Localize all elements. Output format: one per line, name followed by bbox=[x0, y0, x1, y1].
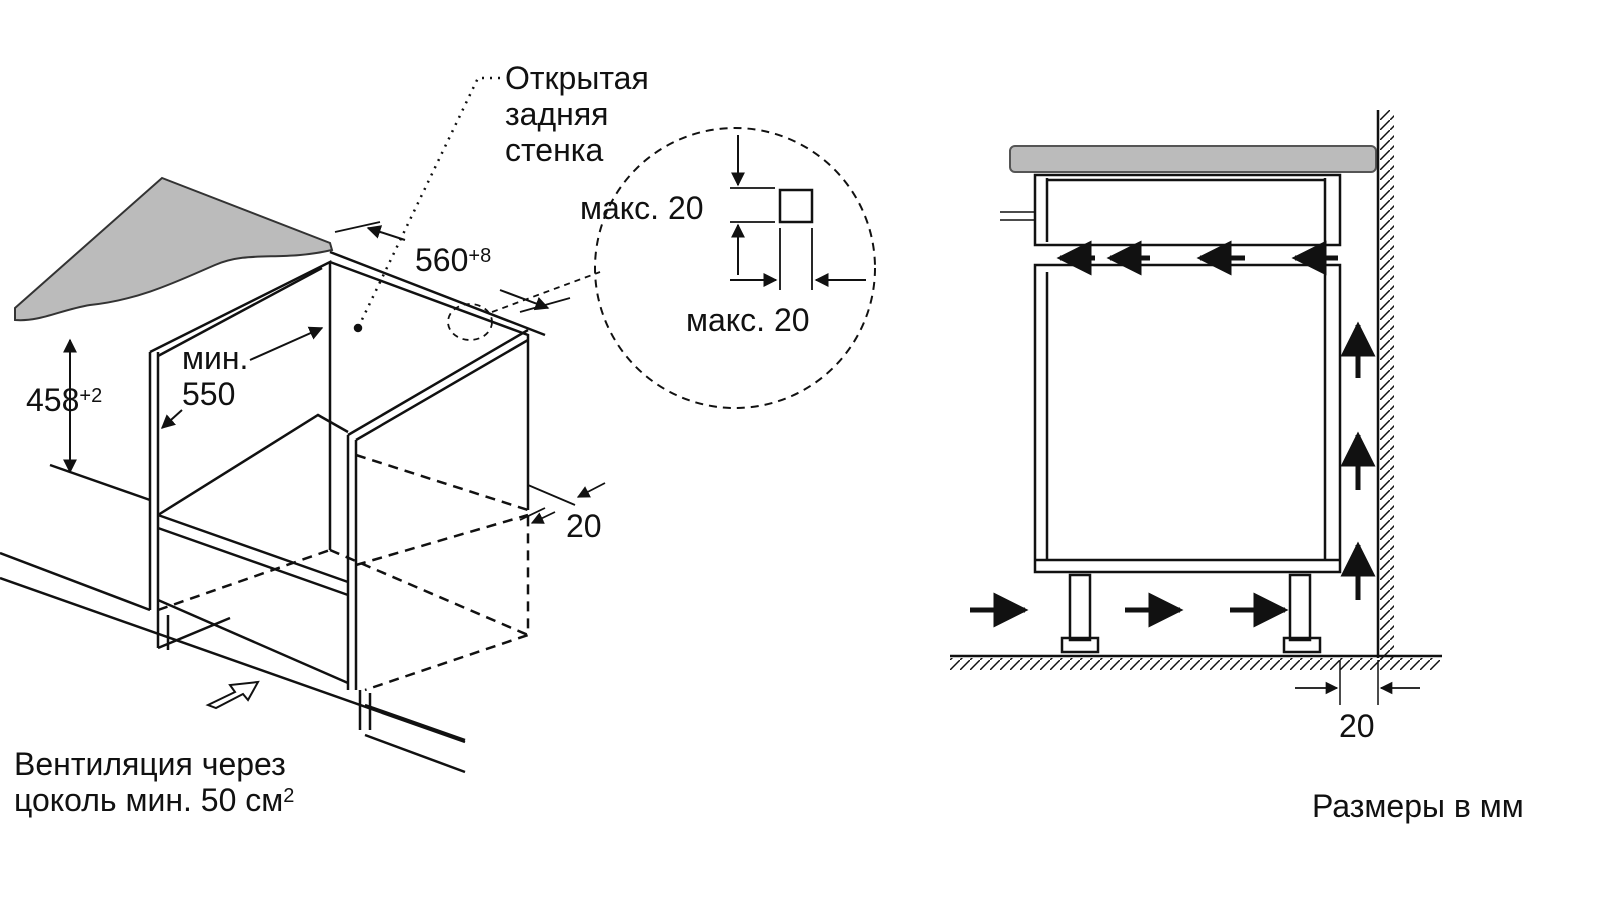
open-back-line2: задняя bbox=[505, 96, 609, 132]
height-value: 458 bbox=[26, 382, 80, 418]
units-note: Размеры в мм bbox=[1312, 788, 1524, 824]
side-gap-label: 20 bbox=[566, 508, 602, 544]
max-gap-side-label: макс. 20 bbox=[686, 302, 810, 338]
left-cabinet-drawing bbox=[0, 76, 876, 774]
width-tolerance: +8 bbox=[468, 245, 492, 267]
ventilation-line1: Вентиляция через bbox=[14, 746, 286, 782]
min-depth-line1: мин. bbox=[182, 340, 249, 376]
max-gap-top-label: макс. 20 bbox=[580, 190, 704, 226]
height-dimension: 458+2 bbox=[26, 382, 102, 418]
open-back-line1: Открытая bbox=[505, 60, 649, 96]
ventilation-note: Вентиляция через цоколь мин. 50 см2 bbox=[14, 746, 294, 818]
open-back-line3: стенка bbox=[505, 132, 604, 168]
right-side-view-drawing bbox=[950, 110, 1442, 705]
width-value: 560 bbox=[415, 242, 469, 278]
min-depth-dimension: мин. 550 bbox=[182, 340, 248, 412]
ventilation-sup: 2 bbox=[283, 785, 295, 807]
ventilation-line2: цоколь мин. 50 см bbox=[14, 782, 284, 818]
height-tolerance: +2 bbox=[79, 385, 103, 407]
open-back-label: Открытая задняя стенка bbox=[505, 60, 649, 168]
min-depth-line2: 550 bbox=[182, 376, 236, 412]
width-dimension: 560+8 bbox=[415, 242, 491, 278]
wall-gap-label: 20 bbox=[1339, 708, 1375, 744]
